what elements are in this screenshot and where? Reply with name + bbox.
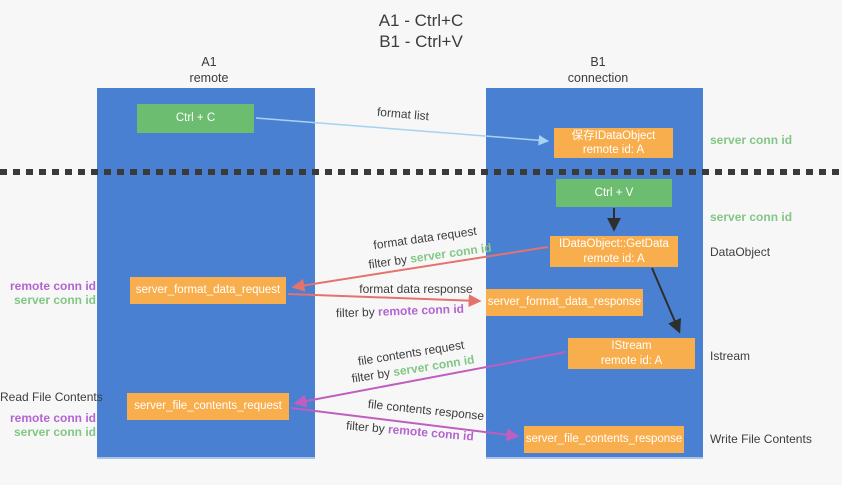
format-request-label: server_format_data_request bbox=[135, 284, 281, 297]
save-idataobject-line1: 保存IDataObject bbox=[571, 129, 656, 142]
column-a1-role: remote bbox=[189, 70, 229, 85]
server-format-data-request-box: server_format_data_request bbox=[130, 277, 286, 304]
server-conn-id-annotation: server conn id bbox=[13, 293, 96, 307]
arrow-format-data-response bbox=[287, 293, 482, 308]
dataobject-annotation: DataObject bbox=[710, 245, 771, 259]
arrow-format-list bbox=[255, 117, 550, 146]
server-format-data-response-box: server_format_data_response bbox=[486, 289, 643, 316]
column-a1-id: A1 bbox=[201, 55, 217, 69]
column-header-b1: B1 connection bbox=[518, 55, 678, 86]
server-file-contents-request-box: server_file_contents_request bbox=[127, 393, 289, 420]
arrow-format-data-request bbox=[291, 246, 549, 292]
column-b1-id: B1 bbox=[590, 55, 606, 69]
istream-line2: remote id: A bbox=[600, 354, 663, 367]
remote-conn-id-annotation: remote conn id bbox=[9, 411, 96, 425]
file-response-label: server_file_contents_response bbox=[525, 433, 683, 446]
column-header-a1: A1 remote bbox=[129, 55, 289, 86]
remote-conn-id-text: remote conn id bbox=[377, 301, 465, 319]
machine-divider-dashed-line bbox=[0, 169, 842, 175]
remote-conn-id-annotation: remote conn id bbox=[9, 279, 96, 293]
server-conn-id-annotation: server conn id bbox=[710, 133, 793, 147]
save-idataobject-line2: remote id: A bbox=[582, 144, 645, 156]
getdata-line1: IDataObject::GetData bbox=[559, 238, 669, 251]
istream-line1: IStream bbox=[611, 340, 652, 353]
istream-box: IStream remote id: A bbox=[568, 338, 695, 369]
arrow-file-contents-request bbox=[293, 351, 567, 408]
diagram-title: A1 - Ctrl+C B1 - Ctrl+V bbox=[0, 10, 842, 53]
read-file-contents-annotation: Read File Contents bbox=[0, 390, 103, 404]
column-b1-role: connection bbox=[567, 70, 629, 85]
save-idataobject-box: 保存IDataObject remote id: A bbox=[554, 128, 673, 158]
server-conn-id-annotation: server conn id bbox=[710, 210, 793, 224]
ctrl-c-label: Ctrl + C bbox=[175, 112, 216, 125]
filter-by-text: filter by bbox=[335, 304, 379, 321]
ctrl-c-box: Ctrl + C bbox=[137, 104, 254, 133]
title-line-2: B1 - Ctrl+V bbox=[379, 32, 463, 52]
write-file-contents-annotation: Write File Contents bbox=[710, 432, 812, 446]
file-request-label: server_file_contents_request bbox=[134, 400, 282, 413]
server-conn-id-annotation: server conn id bbox=[13, 425, 96, 439]
istream-annotation: Istream bbox=[710, 349, 751, 363]
title-line-1: A1 - Ctrl+C bbox=[378, 11, 464, 30]
getdata-line2: remote id: A bbox=[583, 252, 645, 265]
idataobject-getdata-box: IDataObject::GetData remote id: A bbox=[550, 236, 678, 267]
arrow-file-contents-response bbox=[290, 407, 520, 442]
arrow-getdata-to-istream bbox=[651, 267, 682, 334]
format-data-response-label: format data response bbox=[359, 282, 473, 296]
ctrl-v-box: Ctrl + V bbox=[556, 179, 672, 207]
format-response-label: server_format_data_response bbox=[487, 296, 642, 309]
server-file-contents-response-box: server_file_contents_response bbox=[524, 426, 684, 453]
ctrl-v-label: Ctrl + V bbox=[594, 186, 634, 199]
